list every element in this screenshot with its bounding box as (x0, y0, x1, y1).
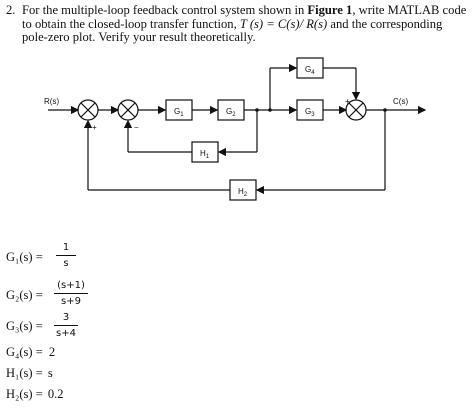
eq-h1-value: s (47, 366, 53, 380)
eq-g1: G₁(s) = (6, 250, 43, 265)
summing-junction-2 (117, 99, 139, 121)
h2-label: H2 (238, 187, 248, 198)
eq-g2-lhs: G₂(s) = (6, 288, 43, 302)
output-label: C(s) (393, 97, 408, 106)
summing-junction-1 (77, 99, 99, 121)
eq-g4: G₄(s) = 2 (6, 345, 56, 359)
input-label: R(s) (44, 97, 59, 106)
eq-h2-value: 0.2 (47, 387, 64, 401)
h1-label: H1 (200, 149, 210, 160)
sign-j1-feedback: + (92, 123, 97, 132)
g2-label: G2 (226, 107, 236, 118)
question-number: 2. (6, 3, 16, 17)
eq-g2-fraction: (s+1)s+9 (54, 280, 88, 308)
figure-reference: Figure 1 (307, 3, 353, 17)
sign-j3-g4: + (345, 97, 350, 106)
g1-label: G1 (174, 107, 184, 118)
eq-g3: G₃(s) = (6, 319, 43, 334)
eq-g4-value: 2 (48, 345, 56, 359)
transfer-function: T (s) = C(s)/ R(s) (239, 16, 328, 31)
g3-label: G3 (305, 107, 315, 118)
question-text: For the multiple-loop feedback control s… (22, 3, 467, 45)
eq-g3-lhs: G₃(s) = (6, 319, 43, 333)
eq-g1-lhs: G₁(s) = (6, 250, 43, 264)
eq-h1: H₁(s) = s (6, 366, 53, 380)
eq-h2: H₂(s) = 0.2 (6, 387, 64, 401)
g4-label: G4 (305, 65, 315, 76)
question: 2. For the multiple-loop feedback contro… (6, 3, 470, 45)
eq-g2: G₂(s) = (6, 288, 43, 303)
sign-j2-feedback: − (134, 123, 139, 132)
